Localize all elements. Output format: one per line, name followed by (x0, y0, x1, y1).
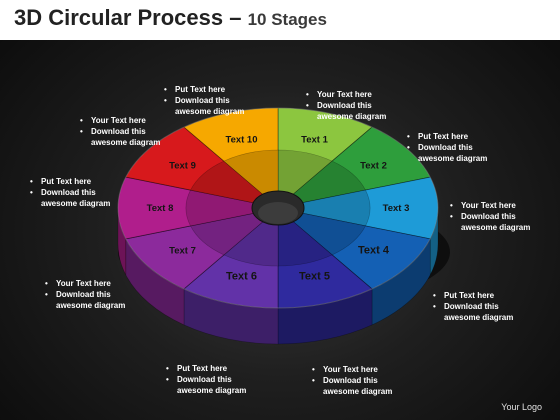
callout-right-middle: •Your Text here •Download this awesome d… (450, 201, 531, 232)
segment-label-8: Text 8 (147, 203, 174, 214)
segment-label-5: Text 5 (299, 271, 330, 283)
segment-label-9: Text 9 (169, 161, 196, 172)
callout-left-upper: •Your Text here •Download this awesome d… (80, 116, 161, 147)
title-dash: – (223, 5, 248, 30)
segment-label-2: Text 2 (360, 161, 387, 172)
callout-top-right: •Your Text here •Download this awesome d… (306, 90, 387, 121)
title-subtitle: 10 Stages (247, 10, 327, 29)
title-bar: 3D Circular Process – 10 Stages (0, 0, 560, 40)
callout-top-center: •Put Text here •Download this awesome di… (164, 85, 245, 116)
segment-label-10: Text 10 (225, 135, 257, 146)
logo-text: Your Logo (501, 402, 542, 412)
segment-label-3: Text 3 (383, 203, 410, 214)
callout-left-middle: •Put Text here •Download this awesome di… (30, 177, 111, 208)
center-hole-inner (258, 202, 298, 224)
callout-right-lower: •Put Text here •Download this awesome di… (433, 291, 514, 322)
segment-label-7: Text 7 (169, 245, 196, 256)
segment-label-4: Text 4 (358, 244, 390, 256)
callout-left-lower: •Your Text here •Download this awesome d… (45, 279, 126, 310)
title-main: 3D Circular Process (14, 5, 224, 30)
ring-rim (117, 107, 439, 309)
segment-label-6: Text 6 (226, 271, 257, 283)
page-title: 3D Circular Process – 10 Stages (14, 5, 327, 31)
callout-right-upper: •Put Text here •Download this awesome di… (407, 132, 488, 163)
callout-bottom-right: •Your Text here •Download this awesome d… (312, 365, 393, 396)
callout-bottom-left: •Put Text here •Download this awesome di… (166, 364, 247, 395)
segment-label-1: Text 1 (301, 135, 328, 146)
